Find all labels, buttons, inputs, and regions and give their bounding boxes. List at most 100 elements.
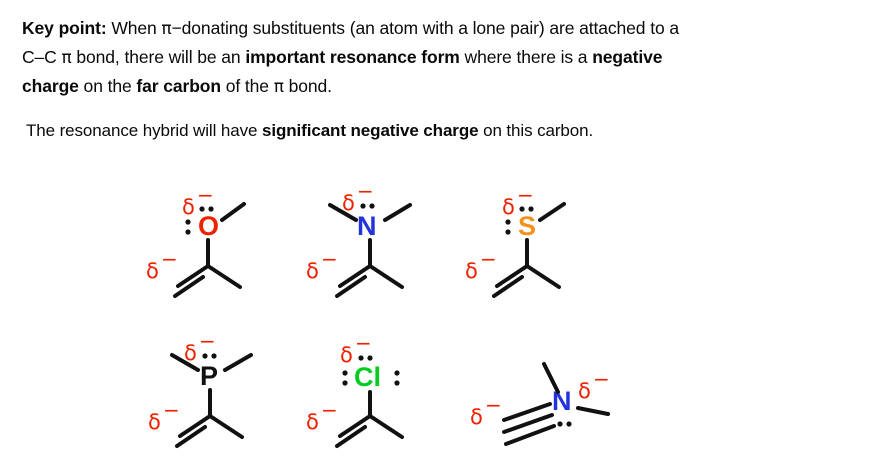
delta-symbol-carbon: δ [470, 405, 483, 429]
minus-symbol-carbon: − [485, 393, 502, 417]
bond-methyl [220, 202, 246, 222]
delta-symbol-heteroatom: δ [184, 341, 197, 365]
key-point-text-e: where there is a [459, 47, 593, 67]
key-point-bold-far-carbon: far carbon [136, 76, 221, 96]
resonance-structures-gallery: δ − O δ − δ − [0, 160, 882, 460]
hybrid-text-a: The resonance hybrid will have [26, 121, 262, 140]
minus-symbol-carbon: − [321, 398, 338, 422]
lone-pair-dot [185, 229, 191, 235]
bond-methyl-left [328, 203, 358, 222]
key-point-paragraph: Key point: When π−donating substituents … [22, 14, 862, 101]
pi-symbol-1: π [161, 19, 172, 39]
bond-double-outer [335, 425, 367, 448]
lone-pair-dot [211, 353, 217, 359]
delta-symbol-carbon: δ [306, 259, 319, 283]
lone-pair-dot [528, 206, 534, 212]
structure-ynamine-nitrogen-pi-donor: N δ − δ − [462, 320, 642, 460]
lone-pair-dot [367, 355, 373, 361]
bond-double-inner [178, 414, 212, 438]
hybrid-text-b: on this carbon. [478, 121, 594, 140]
structure-sulfur-pi-donor: δ − S δ − [460, 170, 640, 310]
lone-pair-dot [185, 219, 191, 225]
lone-pair-dot [505, 229, 511, 235]
pi-symbol-3: π [273, 77, 284, 97]
bond-methyl-vinyl [368, 264, 404, 289]
key-point-bold-charge: charge [22, 76, 79, 96]
lone-pair-dot [208, 206, 214, 212]
delta-symbol-heteroatom: δ [182, 195, 195, 219]
minus-symbol-carbon: − [480, 247, 497, 271]
atom-label-nitrogen: N [357, 211, 377, 241]
bond-methyl-vinyl [525, 264, 561, 289]
minus-symbol-heteroatom: − [593, 367, 610, 391]
bond-triple-line-1 [502, 402, 552, 422]
bond-triple-line-2 [502, 413, 554, 434]
key-point-label: Key point: [22, 18, 107, 38]
key-point-text-a: When [106, 18, 162, 38]
key-point-bold-negative: negative [592, 47, 663, 67]
atom-label-sulfur: S [518, 211, 536, 241]
delta-symbol-heteroatom: δ [502, 195, 515, 219]
key-point-bold-resonance-form: important resonance form [245, 47, 460, 67]
lone-pair-dot [360, 203, 366, 209]
minus-symbol-heteroatom: − [199, 329, 216, 353]
structure-nitrogen-pi-donor: δ − N δ − [300, 170, 480, 310]
lone-pair-dot [342, 370, 348, 376]
structure-phosphorus-pi-donor: δ − P δ − [140, 320, 320, 460]
minus-symbol-carbon: − [163, 398, 180, 422]
structure-chlorine-pi-donor: δ − Cl δ − [300, 320, 480, 460]
bond-double-inner [176, 264, 210, 288]
minus-symbol-heteroatom: − [357, 179, 374, 203]
lone-pair-dot [358, 355, 364, 361]
minus-symbol-heteroatom: − [517, 183, 534, 207]
key-point-text-c: C–C [22, 47, 62, 67]
bond-methyl-vinyl [368, 414, 404, 439]
delta-symbol-heteroatom: δ [340, 343, 353, 367]
lone-pair-dot [202, 353, 208, 359]
bond-methyl-right [576, 406, 610, 416]
bond-methyl [538, 202, 566, 222]
bond-double-outer [173, 275, 205, 298]
bond-double-outer [175, 425, 207, 448]
delta-symbol-carbon: δ [146, 259, 159, 283]
bond-double-outer [335, 275, 367, 298]
lone-pair-dot [566, 421, 572, 427]
bond-methyl-right [223, 353, 253, 372]
lone-pair-dot [342, 380, 348, 386]
delta-symbol-carbon: δ [465, 259, 478, 283]
atom-label-chlorine: Cl [354, 362, 381, 392]
delta-symbol-carbon: δ [306, 410, 319, 434]
key-point-text-g: of the [220, 76, 274, 96]
hybrid-bold-significant-negative-charge: significant negative charge [261, 121, 479, 140]
atom-label-nitrogen: N [552, 386, 572, 416]
bond-double-inner [338, 414, 372, 438]
minus-symbol-heteroatom: − [355, 331, 372, 355]
lone-pair-dot [519, 206, 525, 212]
lone-pair-dot [394, 380, 400, 386]
key-point-text-h: bond. [283, 76, 332, 96]
delta-symbol-heteroatom: δ [342, 191, 355, 215]
bond-methyl-right [206, 264, 242, 289]
key-point-text-b: −donating substituents (an atom with a l… [171, 18, 680, 38]
key-point-text-d: bond, there will be an [71, 47, 246, 67]
pi-symbol-2: π [61, 48, 72, 68]
atom-label-phosphorus: P [200, 361, 218, 391]
minus-symbol-carbon: − [161, 247, 178, 271]
bond-double-outer [492, 275, 524, 298]
bond-double-inner [338, 264, 372, 288]
bond-methyl-left [170, 353, 200, 372]
bond-triple-line-3 [504, 424, 556, 446]
lone-pair-dot [394, 370, 400, 376]
explanatory-text-block: Key point: When π−donating substituents … [22, 14, 862, 145]
structure-oxygen-pi-donor: δ − O δ − [140, 170, 320, 310]
delta-symbol-heteroatom: δ [578, 379, 591, 403]
delta-symbol-carbon: δ [148, 410, 161, 434]
bond-double-inner [495, 264, 529, 288]
lone-pair-dot [557, 421, 563, 427]
lone-pair-dot [369, 203, 375, 209]
atom-label-oxygen: O [198, 211, 219, 241]
resonance-hybrid-paragraph: The resonance hybrid will have significa… [26, 117, 862, 145]
bond-methyl-vinyl [208, 414, 244, 439]
minus-symbol-carbon: − [321, 247, 338, 271]
bond-methyl-up [542, 362, 560, 394]
